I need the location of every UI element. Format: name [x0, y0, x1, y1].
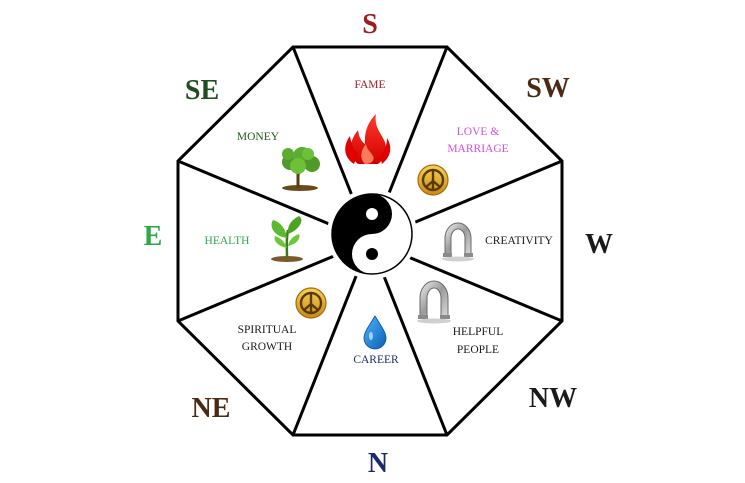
area-love-label-line2: MARRIAGE	[447, 143, 508, 155]
direction-e: E	[144, 221, 163, 252]
area-career-label: CAREER	[353, 354, 399, 366]
direction-nw: NW	[529, 383, 577, 414]
area-fame-label: FAME	[354, 79, 385, 91]
direction-w: W	[585, 229, 613, 260]
area-love-label-line1: LOVE &	[457, 126, 500, 138]
horseshoe-icon	[417, 280, 451, 324]
tree-icon	[282, 147, 320, 191]
area-creativity-label: CREATIVITY	[485, 235, 553, 247]
direction-ne: NE	[192, 393, 231, 424]
peace-sign-icon	[295, 287, 327, 319]
direction-n: N	[368, 448, 388, 479]
direction-s: S	[362, 9, 378, 40]
fire-icon	[345, 114, 391, 164]
peace-sign-icon	[417, 164, 449, 196]
sprout-icon	[271, 216, 303, 262]
yin-yang-icon	[327, 189, 417, 279]
area-health-label: HEALTH	[205, 235, 250, 247]
water-drop-icon	[363, 315, 387, 350]
area-helpful-label-line2: PEOPLE	[457, 344, 499, 356]
direction-sw: SW	[526, 73, 570, 104]
area-helpful-label-line1: HELPFUL	[453, 326, 503, 338]
horseshoe-icon	[442, 222, 474, 262]
area-money-label: MONEY	[237, 131, 280, 143]
area-spiritual-label-line1: SPIRITUAL	[238, 324, 297, 336]
direction-se: SE	[185, 75, 219, 106]
area-spiritual-label-line2: GROWTH	[242, 341, 292, 353]
